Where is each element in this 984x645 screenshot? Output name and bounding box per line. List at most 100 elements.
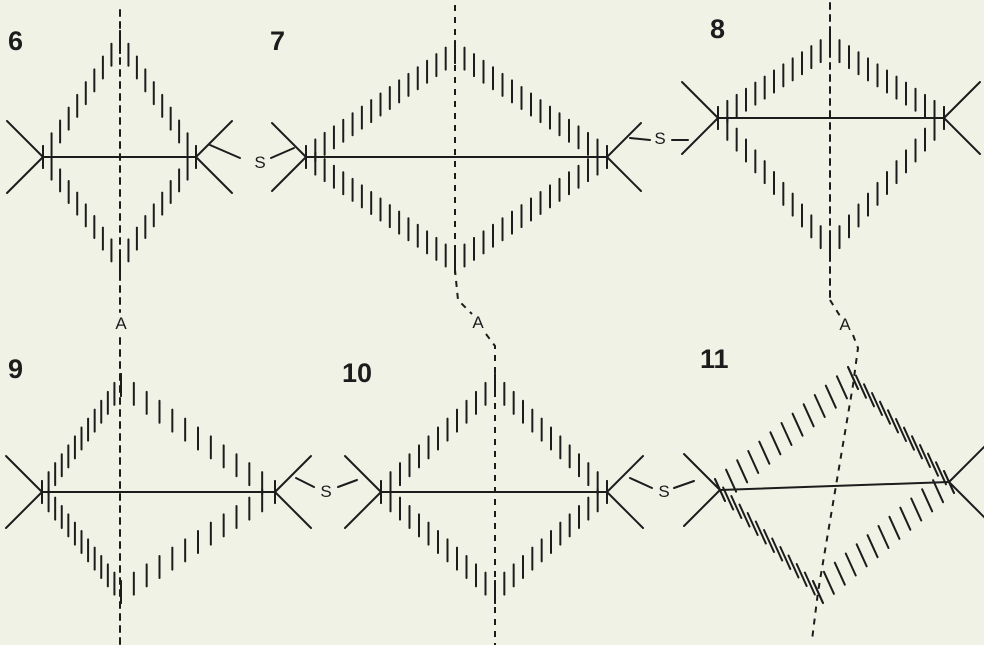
hatch-stroke [779,546,792,570]
hatch-stroke [822,570,835,595]
side-label-s-fig9: S [320,482,331,501]
leader-s-fig6-left [209,144,241,159]
axis-lines [119,2,860,645]
hatch-stroke [722,486,735,511]
hatch-stroke [943,470,955,494]
hatch-stroke [871,392,883,416]
aster-arm [681,81,719,119]
aster-arm [681,117,719,155]
hatch-stroke [910,497,923,522]
aster-arm [943,81,981,119]
hatch-stroke [824,384,837,409]
figure-9 [5,373,312,604]
hatch-stroke [888,515,901,540]
hatch-stroke [802,403,815,428]
hatch-stroke [795,563,808,587]
hatch-stroke [855,374,867,399]
hatch-stroke [758,440,771,465]
hatch-stroke [935,461,947,486]
aster-arm [274,455,312,493]
hatch-stroke [754,520,767,545]
figure-number-10: 10 [342,358,372,388]
hatch-stroke [932,479,945,504]
aster-arm [195,120,233,158]
hatch-stroke [866,534,879,559]
figure-drawings [5,30,984,604]
hatch-stroke [855,543,868,568]
hatch-stroke [863,383,875,408]
figure-6 [6,30,233,274]
hatch-stroke [887,409,899,434]
hatch-stroke [769,431,782,456]
hatch-stroke [921,488,934,513]
figure-8 [681,33,981,260]
axis-line-fig10 [485,333,496,645]
axis-line-fig8-tail [829,299,841,317]
center-line [719,481,950,491]
hatch-stroke [833,561,846,586]
hatch-stroke [738,503,751,528]
hatch-stroke [771,537,784,562]
hatch-stroke [879,400,891,425]
hatch-stroke [736,459,749,484]
aster-arm [271,122,307,158]
aster-arm [344,455,382,493]
aster-arm [683,489,721,527]
axis-label-a-fig6: A [115,314,127,333]
leader-s-fig6-right [270,147,295,159]
hatch-stroke [899,506,912,531]
side-label-s-fig7: S [654,129,665,148]
aster-arm [948,481,984,519]
figure-number-11: 11 [700,344,729,374]
aster-arm [943,117,981,155]
leader-s-fig7-left [629,137,651,141]
hatch-stroke [803,571,816,596]
hatch-stroke [903,426,915,451]
hatch-stroke [747,450,760,474]
leader-s-fig10-left [629,477,653,489]
leader-s-fig9-right [337,479,358,488]
figure-7 [271,40,642,274]
aster-arm [274,491,312,529]
hatch-stroke [780,422,793,446]
hatch-stroke [763,529,775,553]
aster-arm [606,122,642,158]
hatch-stroke [844,552,857,577]
hatch-stroke [895,418,907,442]
figure-number-8: 8 [710,14,725,44]
aster-arm [271,156,307,192]
aster-arm [948,445,984,483]
axis-line-fig7 [454,5,473,315]
hatch-stroke [791,412,804,437]
hatch-stroke [746,512,759,536]
aster-arm [606,455,644,493]
axis-label-a-fig8: A [839,315,851,334]
hatch-stroke [812,580,824,604]
axis-label-a-fig7: A [472,313,484,332]
figure-number-6: 6 [8,26,23,56]
aster-arm [606,491,644,529]
figure-11 [683,366,984,604]
aster-arm [6,120,44,158]
hatch-stroke [730,495,743,519]
hatch-stroke [847,366,859,390]
aster-arm [606,156,642,192]
hatch-stroke [787,554,800,579]
hatch-stroke [835,375,848,400]
hatch-stroke [725,468,738,493]
figure-number-9: 9 [8,354,23,384]
leader-s-fig9-left [295,477,315,488]
hatch-stroke [919,444,931,468]
aster-arm [683,453,721,491]
leader-s-fig10-right [673,480,695,489]
axis-line-fig11 [811,334,860,641]
aster-arm [6,156,44,194]
hatch-stroke [877,525,890,549]
hatch-stroke [714,478,726,502]
hatch-stroke [911,435,923,460]
aster-arm [5,491,43,529]
side-label-s-fig6: S [254,153,265,172]
side-label-s-fig10: S [658,482,669,501]
hatch-stroke [927,452,939,477]
